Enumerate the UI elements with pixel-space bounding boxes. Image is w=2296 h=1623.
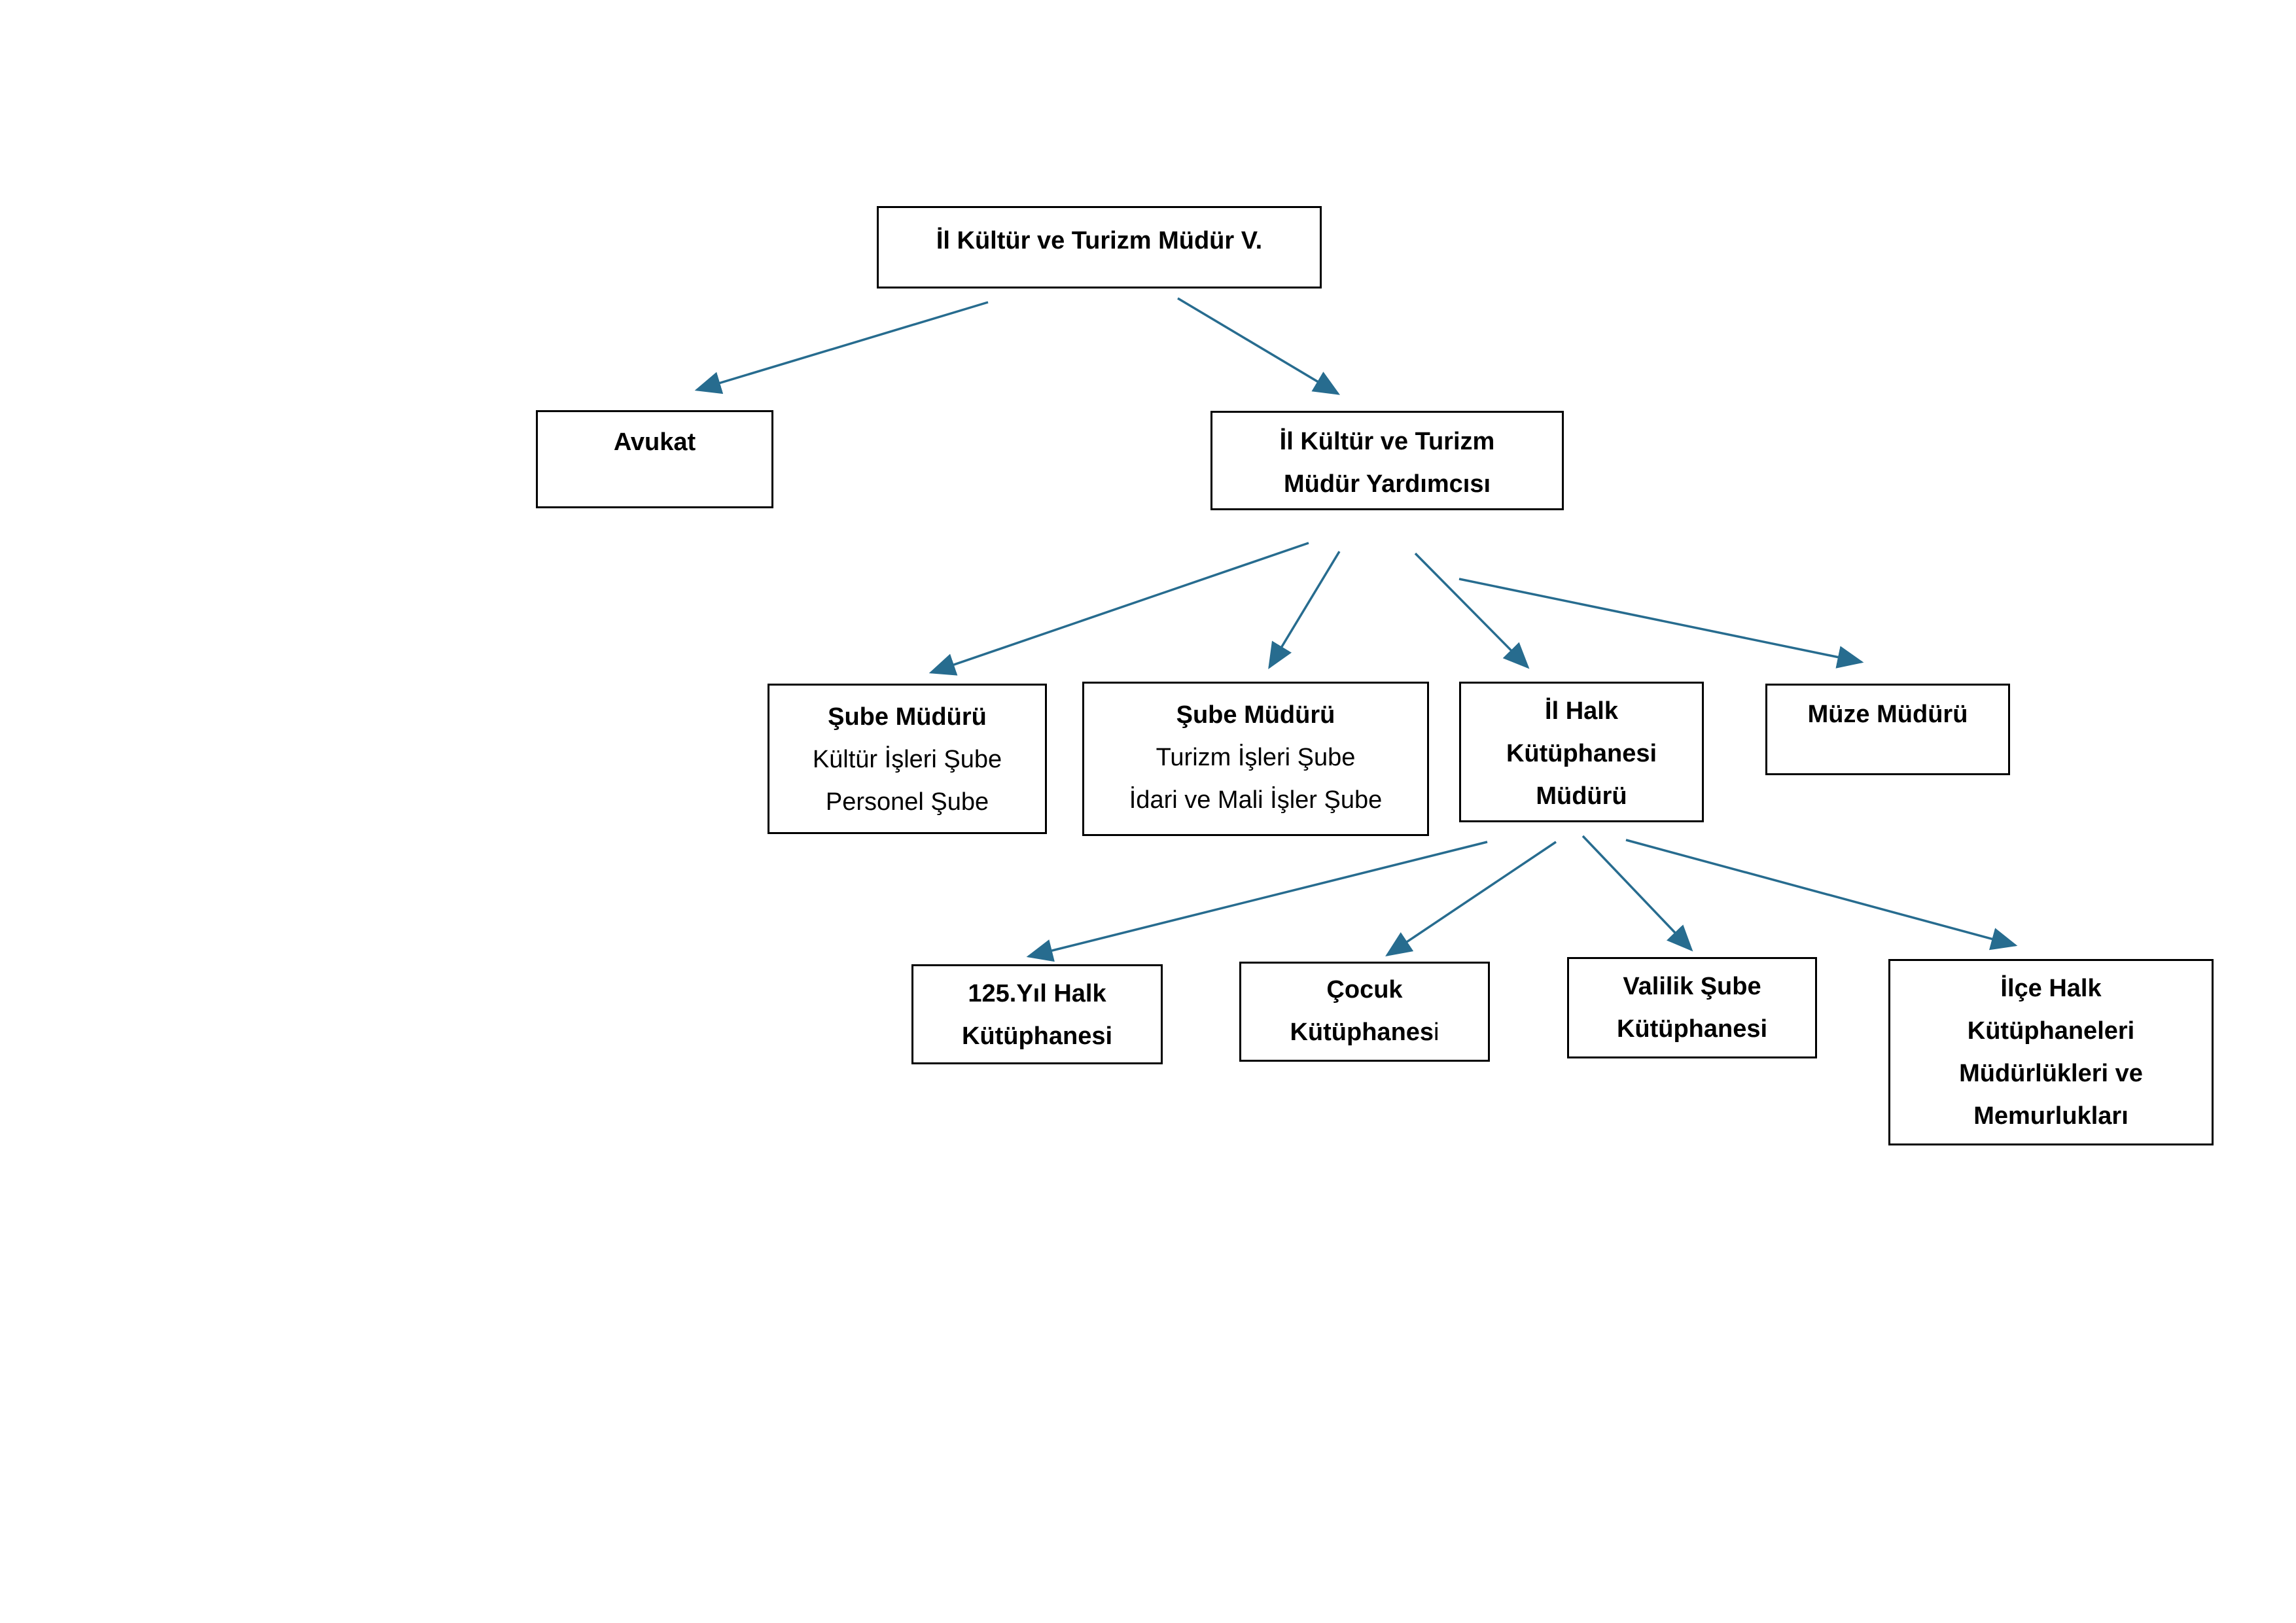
- org-node-ilce-halk-kutuphaneleri: İlçe Halk Kütüphaneleri Müdürlükleri ve …: [1888, 959, 2214, 1145]
- org-node-label-line: Müdür Yardımcısı: [1283, 470, 1491, 498]
- org-node-label-line: İl Halk: [1545, 697, 1618, 725]
- org-node-subline: Kültür İşleri Şube: [812, 746, 1002, 773]
- org-node-label-part: Kütüphanes: [1290, 1019, 1434, 1046]
- org-node-label-line: Memurlukları: [1973, 1102, 2128, 1130]
- org-node-subline: Personel Şube: [825, 788, 989, 816]
- org-node-label-line: Kütüphaneleri: [1967, 1017, 2135, 1045]
- org-node-label-line: Kütüphanesi: [1616, 1015, 1768, 1043]
- org-node-label: Müze Müdürü: [1807, 701, 1968, 728]
- connector-ilhalk-125yil: [1026, 841, 1488, 962]
- org-node-label-line: Müdürlükleri ve: [1959, 1060, 2143, 1087]
- org-node-il-kultur-ve-turizm-mudur-v: İl Kültür ve Turizm Müdür V.: [877, 206, 1322, 288]
- org-node-label-line: İl Kültür ve Turizm: [1279, 428, 1495, 455]
- org-node-label-line: 125.Yıl Halk: [968, 980, 1106, 1007]
- org-node-title: Şube Müdürü: [1176, 701, 1335, 729]
- org-node-sube-muduru-turizm: Şube Müdürü Turizm İşleri Şube İdari ve …: [1082, 682, 1429, 836]
- connector-yardimci-kultur: [928, 542, 1309, 676]
- org-node-sube-muduru-kultur: Şube Müdürü Kültür İşleri Şube Personel …: [768, 684, 1047, 834]
- connector-yardimci-turizm: [1268, 551, 1341, 669]
- connector-mudurv-avukat: [694, 301, 989, 394]
- org-node-label-line: Kütüphanesi: [1290, 1011, 1439, 1054]
- connector-ilhalk-cocuk: [1385, 841, 1557, 956]
- org-node-label-part: i: [1434, 1019, 1439, 1046]
- org-node-valilik-sube-kutuphanesi: Valilik Şube Kütüphanesi: [1567, 957, 1817, 1058]
- org-node-muze-muduru: Müze Müdürü: [1765, 684, 2010, 775]
- org-node-label: İl Kültür ve Turizm Müdür V.: [936, 227, 1263, 254]
- org-node-label-line: Kütüphanesi: [1506, 740, 1657, 767]
- org-node-125yil-halk-kutuphanesi: 125.Yıl Halk Kütüphanesi: [911, 964, 1163, 1064]
- org-node-label: Avukat: [613, 428, 696, 456]
- org-node-subline: İdari ve Mali İşler Şube: [1129, 786, 1383, 814]
- org-node-mudur-yardimcisi: İl Kültür ve Turizm Müdür Yardımcısı: [1210, 411, 1564, 510]
- org-node-label-line: İlçe Halk: [2000, 975, 2102, 1002]
- org-node-label-line: Kütüphanesi: [961, 1022, 1113, 1050]
- connector-yardimci-muze: [1458, 578, 1864, 669]
- connector-ilhalk-ilce: [1625, 839, 2018, 951]
- org-node-il-halk-kutuphanesi-muduru: İl Halk Kütüphanesi Müdürü: [1459, 682, 1704, 822]
- org-node-title: Şube Müdürü: [828, 703, 987, 731]
- connector-yardimci-ilhalk: [1414, 552, 1530, 669]
- org-node-cocuk-kutuphanesi: Çocuk Kütüphanesi: [1239, 962, 1490, 1062]
- org-node-subline: Turizm İşleri Şube: [1156, 744, 1356, 771]
- org-node-label-line: Müdürü: [1536, 782, 1627, 810]
- org-node-label-line: Valilik Şube: [1623, 973, 1761, 1000]
- org-node-label-line: Çocuk: [1326, 976, 1403, 1003]
- org-node-avukat: Avukat: [536, 410, 773, 508]
- connector-ilhalk-valilik: [1581, 835, 1693, 952]
- connector-mudurv-yardimci: [1177, 297, 1341, 395]
